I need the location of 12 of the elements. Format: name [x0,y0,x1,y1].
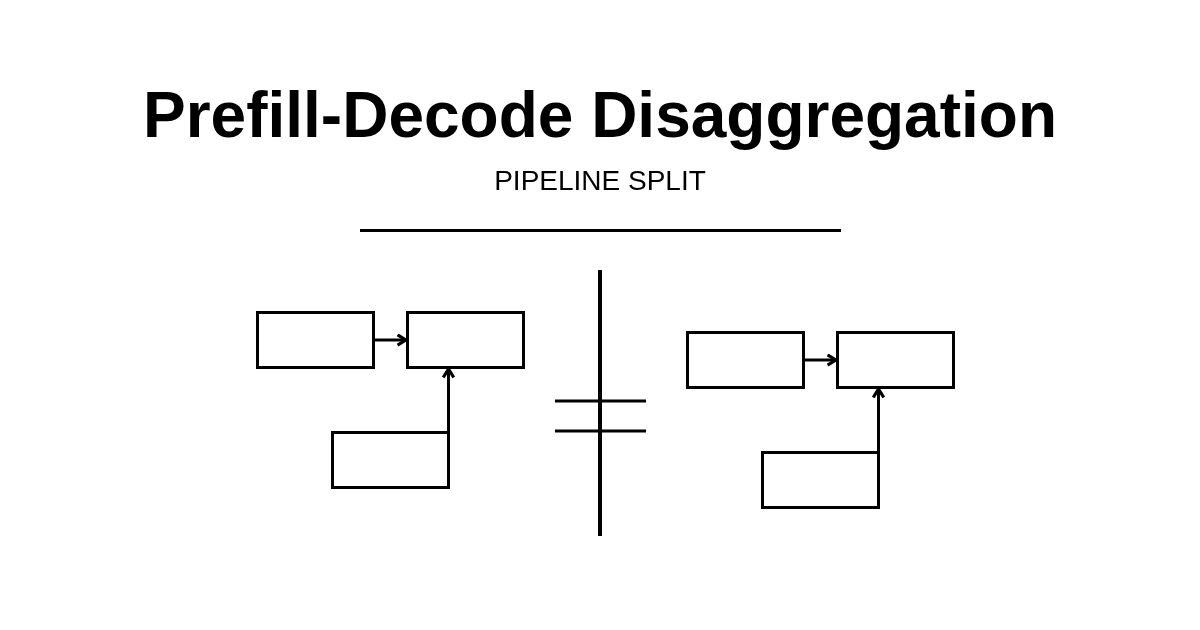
empty-box [761,451,880,509]
arrow [805,353,838,367]
empty-box [331,431,450,489]
empty-box [836,331,955,389]
arrow [871,387,886,451]
empty-box [406,311,525,369]
diagram-title: Prefill-Decode Disaggregation [143,78,1057,152]
empty-box [686,331,805,389]
empty-box [256,311,375,369]
arrow [375,333,408,347]
subtitle: PIPELINE SPLIT [494,164,706,198]
arrow [441,367,456,431]
